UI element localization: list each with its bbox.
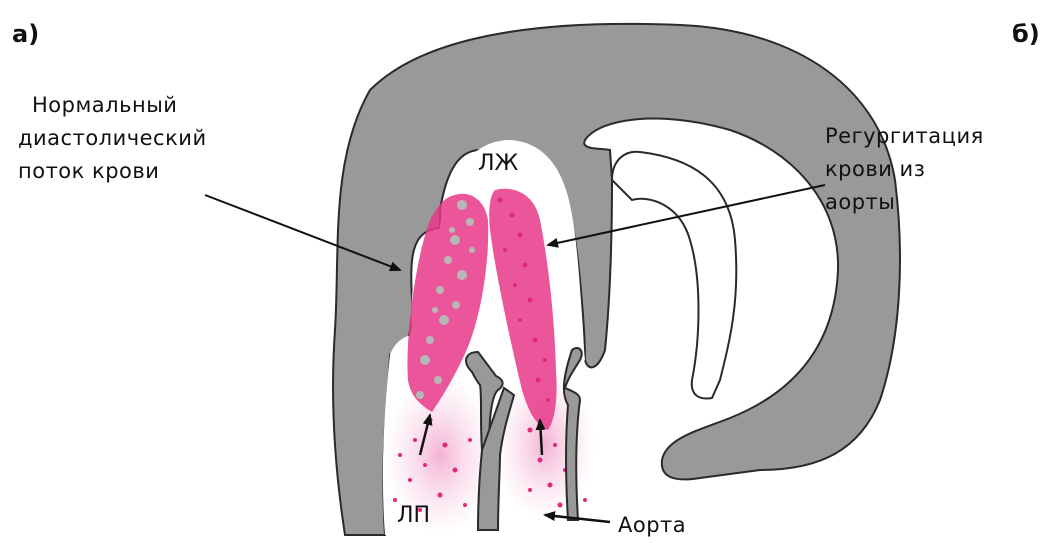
normal-flow-label-line2: диастолический [18, 126, 207, 150]
la-label: ЛП [397, 503, 430, 528]
aorta-label: Аорта [618, 513, 686, 537]
regurgitation-label-line3: аорты [825, 190, 895, 214]
regurgitation-label-line2: крови из [825, 157, 925, 181]
regurgitation-label-line1: Регургитация [825, 124, 984, 148]
panel-label-a: а) [12, 20, 39, 48]
arch-cavity [612, 152, 736, 399]
lv-label: ЛЖ [478, 151, 519, 176]
normal-flow-label-line3: поток крови [18, 159, 159, 183]
panel-label-b: б) [1012, 20, 1040, 48]
normal-flow-label-line1: Нормальный [32, 93, 177, 117]
